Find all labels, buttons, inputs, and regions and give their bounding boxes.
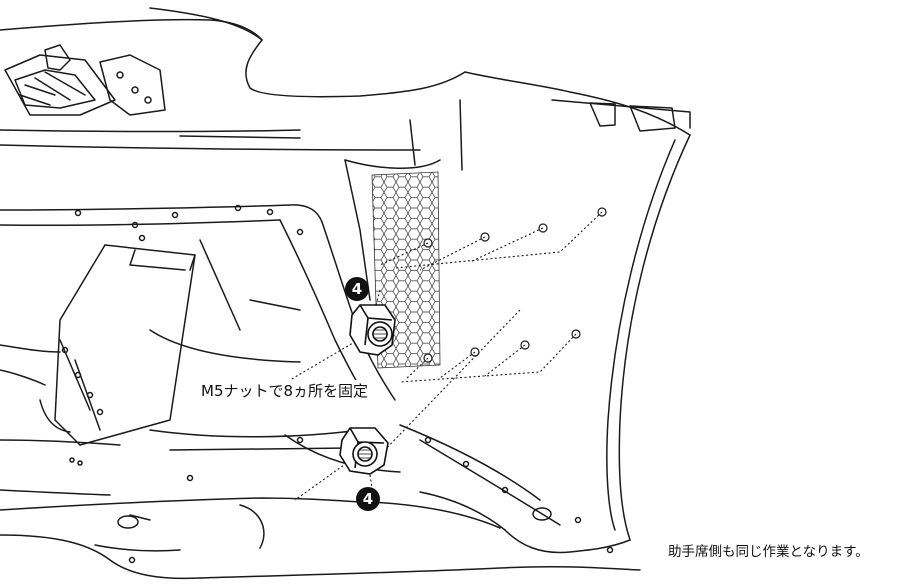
callout-label-m5-nut: M5ナットで8ヵ所を固定 <box>200 380 370 401</box>
lower-bumper <box>0 497 361 511</box>
fender-panel <box>618 134 691 541</box>
step-4-badge-top: 4 <box>345 277 369 301</box>
nut-bottom <box>339 427 389 475</box>
bumper-top-edge <box>0 18 263 41</box>
passenger-side-note: 助手席側も同じ作業となります。 <box>668 544 869 560</box>
step-4-badge-bottom: 4 <box>356 487 380 511</box>
nut-top <box>349 304 396 356</box>
mounting-studs <box>423 207 607 363</box>
dotted-guides <box>289 211 603 501</box>
grille-bracket <box>4 54 116 116</box>
bumper-frame <box>0 204 323 223</box>
